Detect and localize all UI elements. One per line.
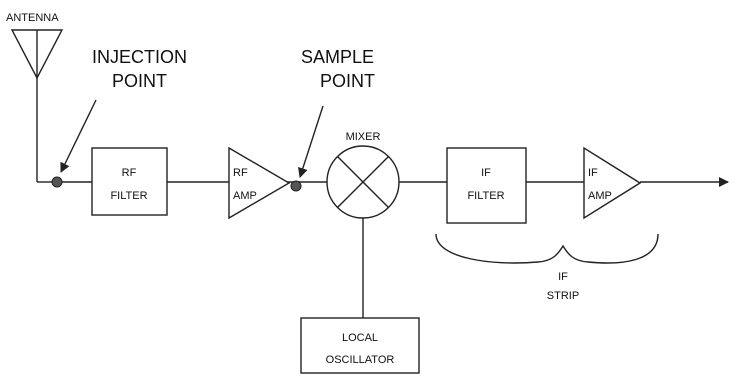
if-filter-label-line2: FILTER bbox=[467, 190, 504, 202]
if-strip-label-line2: STRIP bbox=[547, 290, 579, 302]
if-filter-label-line1: IF bbox=[481, 167, 491, 179]
rf-filter-label-line1: RF bbox=[122, 167, 137, 179]
injection-label-line2: POINT bbox=[112, 71, 167, 91]
local-oscillator-box bbox=[300, 317, 420, 374]
mixer-symbol bbox=[326, 145, 400, 219]
local-oscillator-label-line2: OSCILLATOR bbox=[326, 354, 395, 366]
if-amp-triangle bbox=[583, 146, 642, 220]
if-filter-box bbox=[446, 147, 527, 224]
if-amp-label-line2: AMP bbox=[588, 190, 612, 202]
sample-arrow bbox=[298, 105, 324, 178]
rf-amp-label-line2: AMP bbox=[233, 190, 257, 202]
rf-filter-label-line2: FILTER bbox=[110, 190, 147, 202]
if-strip-label-line1: IF bbox=[558, 271, 568, 283]
rf-filter-box bbox=[91, 147, 168, 216]
antenna-icon bbox=[10, 29, 64, 183]
rf-amp-triangle bbox=[228, 146, 291, 220]
mixer-label: MIXER bbox=[346, 131, 381, 143]
sample-label-line1: SAMPLE bbox=[301, 47, 374, 67]
injection-point-dot bbox=[51, 176, 63, 188]
rf-amp-label-line1: RF bbox=[233, 167, 248, 179]
local-oscillator-label-line1: LOCAL bbox=[342, 332, 378, 344]
injection-label-line1: INJECTION bbox=[92, 47, 187, 67]
injection-arrow bbox=[60, 99, 97, 173]
if-amp-label-line1: IF bbox=[588, 167, 598, 179]
sample-label-line2: POINT bbox=[320, 71, 375, 91]
antenna-label: ANTENNA bbox=[6, 12, 59, 24]
sample-point-dot bbox=[290, 180, 302, 192]
if-strip-brace bbox=[435, 233, 659, 264]
